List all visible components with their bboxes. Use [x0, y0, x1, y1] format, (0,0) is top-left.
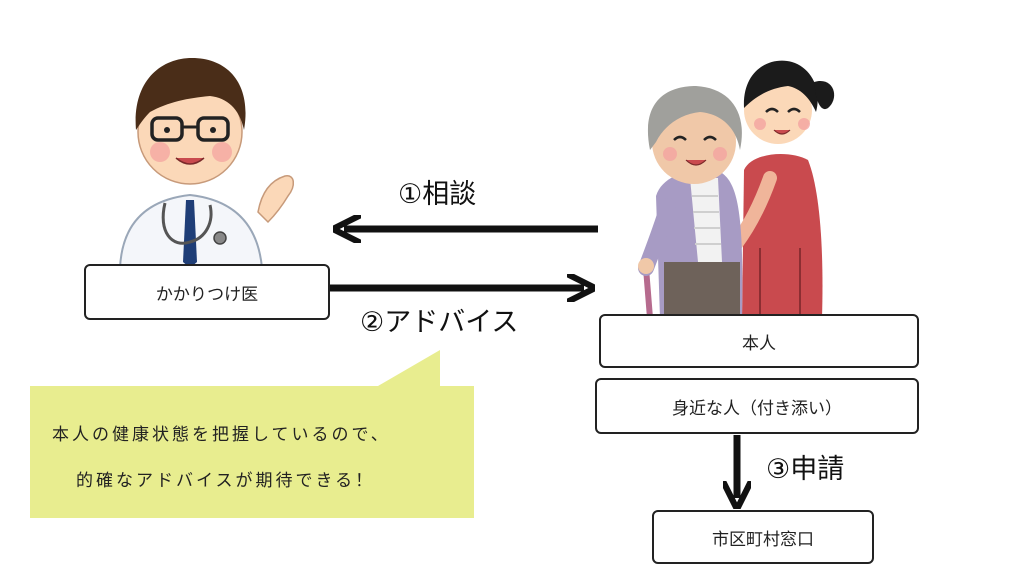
callout-bubble: [30, 350, 474, 518]
patient-node: 本人: [599, 314, 919, 368]
doctor-illustration: [118, 58, 294, 269]
advice-label: ②アドバイス: [360, 307, 519, 338]
doctor-node: かかりつけ医: [84, 264, 330, 320]
companion-node: 身近な人（付き添い）: [595, 378, 919, 434]
callout-line-1: 本人の健康状態を把握しているので、: [52, 425, 391, 445]
consult-label: ①相談: [398, 179, 477, 210]
callout-line-2: 的確なアドバイスが期待できる！: [76, 471, 376, 491]
patient-illustration: [638, 60, 835, 321]
apply-label: ③申請: [766, 454, 845, 485]
office-node: 市区町村窓口: [652, 510, 874, 564]
